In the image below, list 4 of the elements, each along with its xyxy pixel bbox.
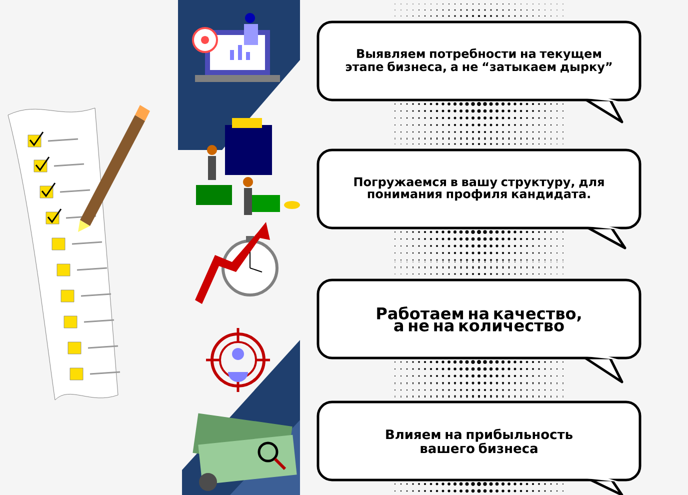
- speech-bubble: Погружаемся в вашу структуру, для понимания профиля кандидата.: [316, 148, 642, 250]
- speech-bubble: Выявляем потребности на текущем этапе бизнеса, а не “затыкаем дырку”: [316, 20, 642, 124]
- speech-bubble: Влияем на прибыльность вашего бизнеса: [316, 400, 642, 495]
- speech-bubble: Работаем на качество, а не на количество: [316, 278, 642, 384]
